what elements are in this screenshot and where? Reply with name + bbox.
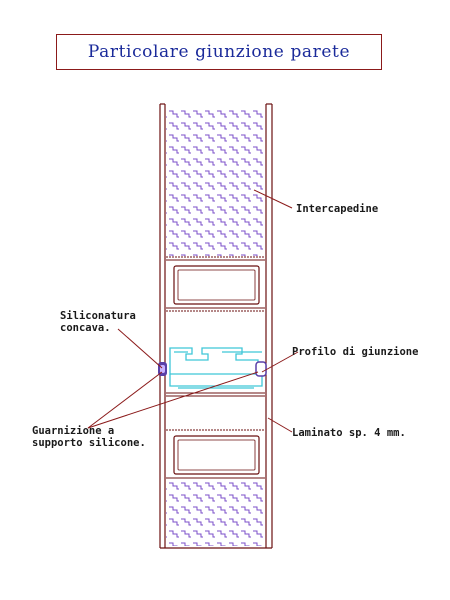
upper-frame-profile [173, 265, 260, 305]
diagram-title: Particolare giunzione parete [87, 42, 351, 62]
label-laminato: Laminato sp. 4 mm. [292, 427, 406, 439]
right-gasket [255, 361, 267, 377]
lower-insulation [166, 481, 265, 546]
label-siliconatura-line2: concava. [60, 322, 111, 334]
joint-profile [169, 347, 263, 389]
label-guarnizione-line2: supporto silicone. [32, 437, 146, 449]
lower-frame-profile [173, 435, 260, 475]
label-intercapedine: Intercapedine [296, 203, 378, 215]
leader-lines [87, 189, 299, 433]
title-box: Particolare giunzione parete [56, 34, 382, 70]
label-siliconatura-line1: Siliconatura [60, 310, 136, 322]
upper-insulation [166, 106, 265, 256]
label-guarnizione-line1: Guarnizione a [32, 425, 114, 437]
panel-outline [159, 103, 273, 549]
label-profilo: Profilo di giunzione [292, 346, 418, 358]
